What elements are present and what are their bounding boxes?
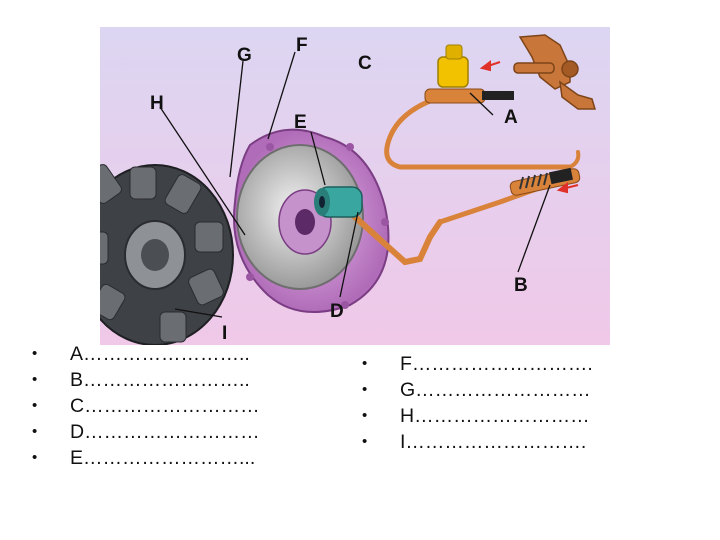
bullet: • bbox=[32, 341, 37, 367]
bullet: • bbox=[32, 393, 37, 419]
label-B: B bbox=[514, 275, 528, 296]
answer-list-right: • F………………………. • G……………………… • H……………………… • I…… bbox=[362, 351, 593, 455]
answer-item-B: • B…………………….. bbox=[32, 367, 260, 393]
bullet: • bbox=[362, 377, 367, 403]
bullet: • bbox=[362, 429, 367, 455]
label-F: F bbox=[296, 35, 308, 56]
answer-text: E……………………... bbox=[70, 447, 255, 469]
answer-text: F………………………. bbox=[400, 353, 593, 375]
answer-item-C: • C……………………… bbox=[32, 393, 260, 419]
answer-text: G……………………… bbox=[400, 379, 591, 401]
answer-list-left: • A…………………….. • B…………………….. • C……………………… • D… bbox=[32, 341, 260, 471]
label-C: C bbox=[358, 53, 372, 74]
bullet: • bbox=[32, 419, 37, 445]
answer-text: B…………………….. bbox=[70, 369, 250, 391]
release-bearing bbox=[314, 187, 362, 217]
answer-item-I: • I………………………. bbox=[362, 429, 593, 455]
answer-item-A: • A…………………….. bbox=[32, 341, 260, 367]
label-G: G bbox=[237, 45, 252, 66]
bullet: • bbox=[362, 403, 367, 429]
bullet: • bbox=[362, 351, 367, 377]
label-H: H bbox=[150, 93, 164, 114]
answer-item-E: • E……………………... bbox=[32, 445, 260, 471]
answer-item-G: • G……………………… bbox=[362, 377, 593, 403]
answer-text: C……………………… bbox=[70, 395, 260, 417]
answer-text: D……………………… bbox=[70, 421, 260, 443]
answer-item-F: • F………………………. bbox=[362, 351, 593, 377]
bullet: • bbox=[32, 367, 37, 393]
label-D: D bbox=[330, 301, 344, 322]
label-E: E bbox=[294, 112, 307, 133]
answer-text: A…………………….. bbox=[70, 343, 250, 365]
answer-item-D: • D……………………… bbox=[32, 419, 260, 445]
answer-text: I………………………. bbox=[400, 431, 586, 453]
label-A: A bbox=[504, 107, 518, 128]
bullet: • bbox=[32, 445, 37, 471]
answer-text: H……………………… bbox=[400, 405, 590, 427]
clutch-diagram: G F C H E A B D I bbox=[100, 27, 610, 345]
answer-item-H: • H……………………… bbox=[362, 403, 593, 429]
